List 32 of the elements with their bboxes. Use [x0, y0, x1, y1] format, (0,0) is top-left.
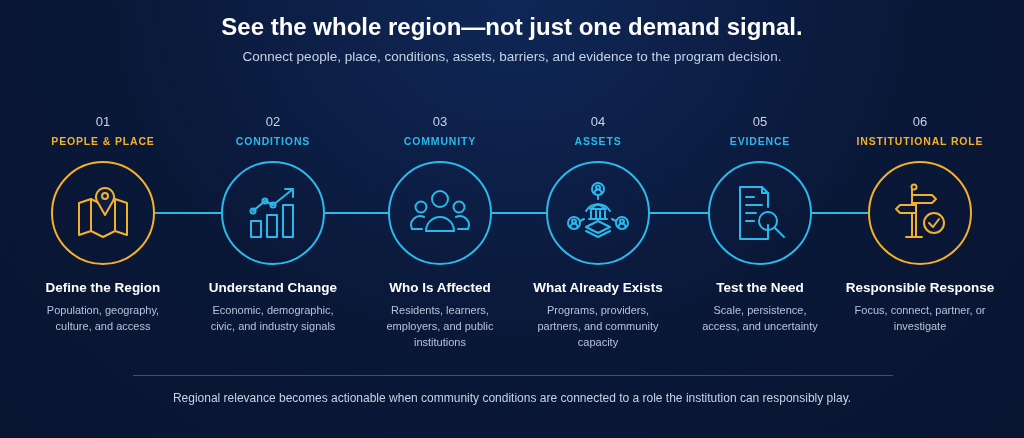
- step-description: Focus, connect, partner, or investigate: [854, 303, 986, 334]
- category-label: EVIDENCE: [729, 134, 791, 149]
- step-description: Economic, demographic, civic, and industry signals: [209, 303, 337, 334]
- category-label: INSTITUTIONAL ROLE: [856, 134, 984, 149]
- connector-line: [649, 212, 709, 214]
- step-description: Scale, persistence, access, and uncertainty: [701, 303, 819, 334]
- step-description: Population, geography, culture, and access: [45, 303, 161, 334]
- step-description: Programs, providers, partners, and community capacity: [536, 303, 660, 350]
- step-title: Understand Change: [208, 279, 338, 297]
- category-label: ASSETS: [574, 134, 622, 149]
- connector-line: [324, 212, 389, 214]
- step-title: Define the Region: [45, 279, 161, 297]
- category-label: PEOPLE & PLACE: [51, 134, 155, 149]
- step-description: Residents, learners, employers, and public institutions: [385, 303, 495, 350]
- connector-line: [154, 212, 222, 214]
- step-number: 04: [590, 113, 606, 131]
- caption: Regional relevance becomes actionable when community conditions are connected to a role the institution can responsibly play.: [171, 390, 853, 407]
- category-label: CONDITIONS: [235, 134, 311, 149]
- title: See the whole region—not just one demand signal.: [221, 12, 803, 42]
- step-number: 03: [432, 113, 448, 131]
- step-number: 02: [265, 113, 281, 131]
- step-title: Responsible Response: [845, 279, 995, 297]
- step-title: Test the Need: [716, 279, 804, 297]
- connector-line: [811, 212, 869, 214]
- subtitle: Connect people, place, conditions, assets, barriers, and evidence to the program decision.: [242, 48, 782, 66]
- step-number: 05: [752, 113, 768, 131]
- step-number: 01: [95, 113, 111, 131]
- step-title: Who Is Affected: [389, 279, 491, 297]
- step-title: What Already Exists: [533, 279, 663, 297]
- category-label: COMMUNITY: [403, 134, 477, 149]
- connector-line: [491, 212, 547, 214]
- step-number: 06: [912, 113, 928, 131]
